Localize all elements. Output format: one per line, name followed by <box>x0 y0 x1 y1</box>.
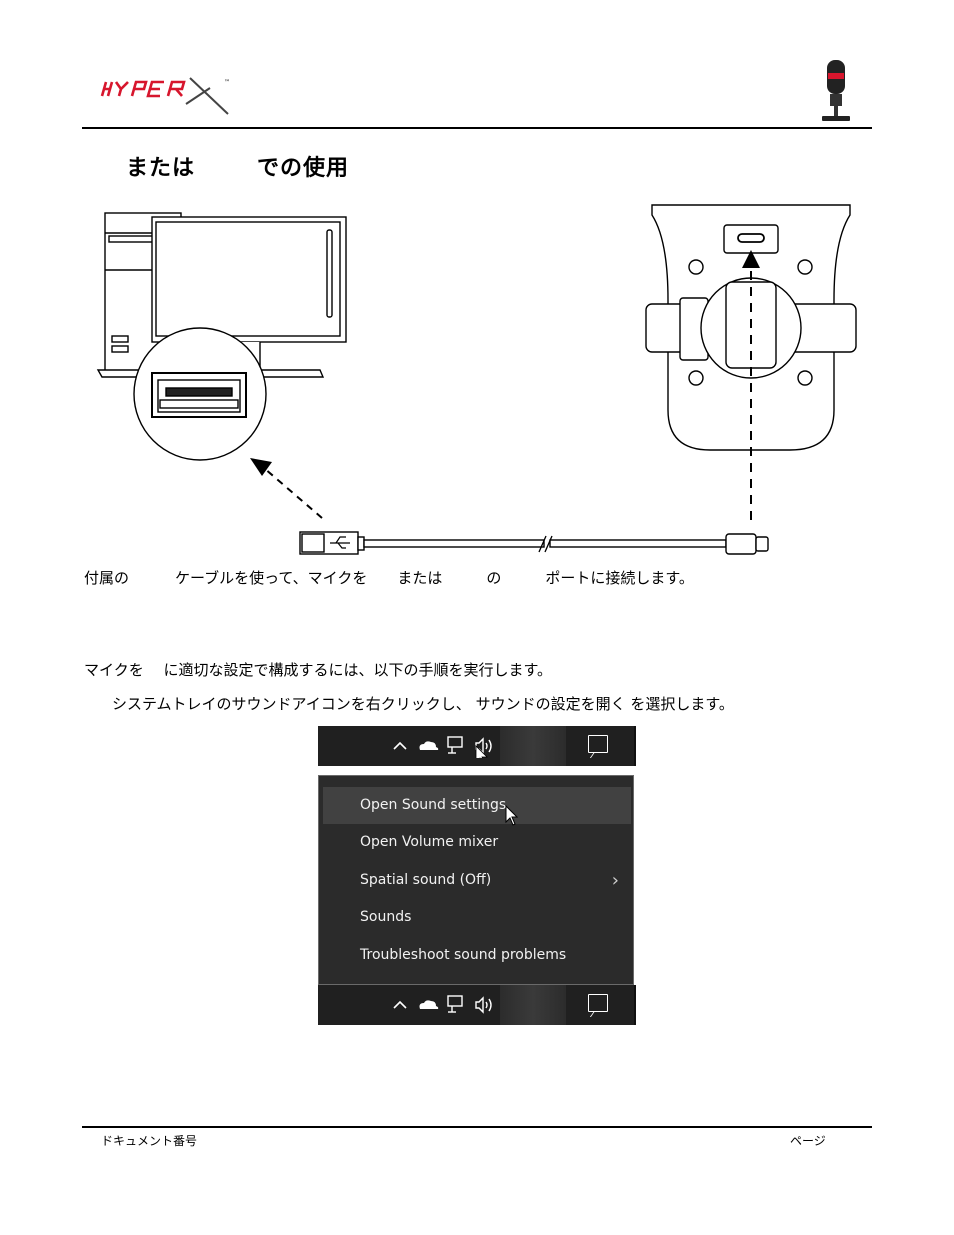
header-rule <box>82 127 872 129</box>
menu-item-label: Open Volume mixer <box>360 834 499 850</box>
notification-icon[interactable] <box>588 994 608 1012</box>
menu-item-label: Sounds <box>360 909 412 925</box>
document-number-label: ドキュメント番号 <box>101 1134 198 1148</box>
page-label: ページ <box>790 1134 826 1148</box>
menu-item-open-sound-settings[interactable]: Open Sound settings <box>323 787 631 826</box>
menu-item-open-volume-mixer[interactable]: Open Volume mixer <box>323 824 631 861</box>
connect-text-3: または <box>397 569 443 587</box>
tray-icons <box>393 995 492 1014</box>
taskbar-bottom <box>318 985 636 1025</box>
trademark-mark: ™ <box>224 79 230 86</box>
connect-text-5: ポートに接続します。 <box>545 569 694 587</box>
chevron-up-icon <box>393 741 407 750</box>
notification-icon[interactable] <box>588 735 608 753</box>
tray-icons <box>393 736 492 758</box>
menu-item-label: Open Sound settings <box>360 797 507 813</box>
usb-cable <box>299 531 769 555</box>
connect-instruction: 付属の ケーブルを使って、マイクを または の ポートに接続します。 <box>84 568 694 588</box>
section-title: または での使用 <box>126 150 349 182</box>
onedrive-cloud-icon <box>419 1000 439 1009</box>
mouse-cursor-icon <box>475 745 488 758</box>
mouse-cursor-icon <box>505 805 519 826</box>
sound-context-menu: Open Sound settings Open Volume mixer Sp… <box>318 775 634 985</box>
microphone-icon <box>822 60 850 121</box>
connect-text-2: ケーブルを使って、マイクを <box>175 569 368 587</box>
footer-rule <box>82 1126 872 1128</box>
menu-item-troubleshoot[interactable]: Troubleshoot sound problems <box>323 937 631 974</box>
speaker-icon <box>475 996 492 1014</box>
taskbar-top <box>318 726 636 766</box>
menu-item-spatial-sound[interactable]: Spatial sound (Off) › <box>323 862 631 899</box>
network-icon <box>447 736 463 754</box>
title-part1: または <box>126 156 196 181</box>
onedrive-cloud-icon <box>419 741 439 750</box>
chevron-up-icon <box>393 1000 407 1009</box>
menu-item-sounds[interactable]: Sounds <box>323 899 631 936</box>
menu-item-label: Spatial sound (Off) <box>360 872 492 888</box>
hyperx-logo: ™ <box>100 77 230 115</box>
menu-item-label: Troubleshoot sound problems <box>360 947 567 963</box>
configure-instruction: マイクを に適切な設定で構成するには、以下の手順を実行します。 <box>84 661 552 679</box>
connect-text-1: 付属の <box>84 569 130 587</box>
chevron-right-icon: › <box>611 870 619 891</box>
title-part2: での使用 <box>257 156 350 181</box>
network-icon <box>447 995 463 1013</box>
usb-connection-diagram <box>96 204 857 555</box>
tray-clock-blur <box>500 726 566 766</box>
tray-clock-blur <box>500 985 566 1025</box>
step1-instruction: システムトレイのサウンドアイコンを右クリックし、 サウンドの設定を開く を選択し… <box>112 695 734 713</box>
connect-text-4: の <box>486 569 502 587</box>
